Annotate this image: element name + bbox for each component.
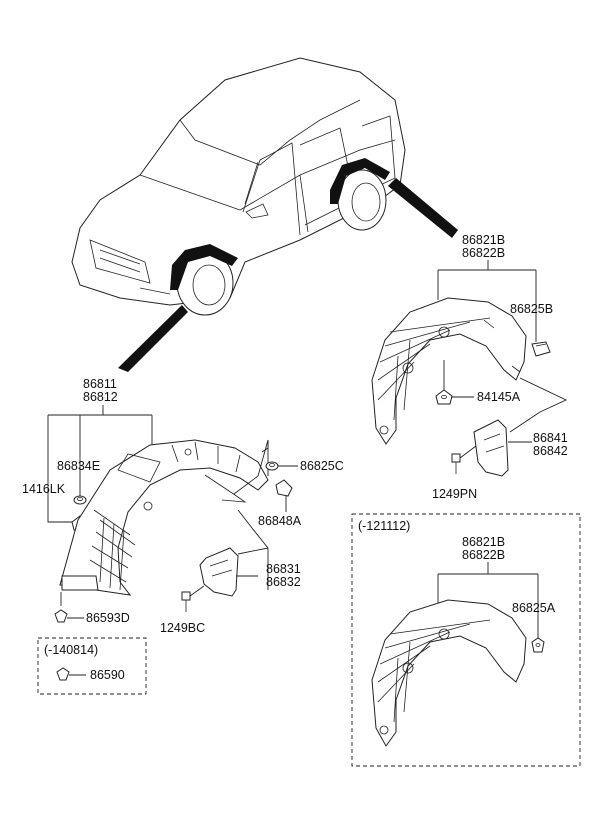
label-86848a: 86848A [258, 514, 302, 528]
screw-86590-icon [56, 667, 70, 681]
label-86822b: 86822B [462, 246, 505, 260]
label-86590: 86590 [90, 668, 125, 682]
label-86825c: 86825C [300, 459, 344, 473]
variant-box-121112 [351, 513, 581, 767]
nut-84145a-icon [435, 389, 453, 405]
label-86593d: 86593D [86, 611, 130, 625]
nut-86834e-icon [73, 495, 87, 505]
label-86825b: 86825B [510, 302, 553, 316]
bolt-1249pn-icon [451, 453, 461, 474]
label-box-140814: (-140814) [44, 643, 98, 657]
rear-mud-guard [473, 419, 509, 477]
clip-86825a-icon [531, 637, 545, 653]
front-arrow [118, 305, 188, 372]
label-86842: 86842 [533, 444, 568, 458]
bolt-1249bc-icon [181, 591, 191, 612]
label-86831: 86831 [266, 562, 301, 576]
screw-86593d-icon [54, 609, 68, 623]
label-86821b: 86821B [462, 233, 505, 247]
rear-wheel-liner [371, 297, 527, 445]
nut-86825c-icon [265, 461, 279, 471]
label-1416lk: 1416LK [22, 482, 66, 496]
front-wheel-liner [59, 439, 269, 596]
label-box-86822b: 86822B [462, 548, 505, 562]
clip-86848a-icon [275, 479, 293, 497]
box-rear-wheel-liner [371, 599, 527, 747]
label-86834e: 86834E [57, 459, 100, 473]
label-1249pn: 1249PN [432, 487, 477, 501]
label-box-121112: (-121112) [358, 519, 410, 533]
label-box-86821b: 86821B [462, 535, 505, 549]
label-84145a: 84145A [477, 390, 521, 404]
front-mud-guard [199, 547, 239, 597]
variant-box-140814 [37, 637, 147, 695]
label-86841: 86841 [533, 431, 568, 445]
label-86811: 86811 [83, 377, 117, 391]
rear-arrow [388, 178, 458, 238]
label-86825a: 86825A [512, 601, 556, 615]
label-86832: 86832 [266, 575, 301, 589]
label-1249bc: 1249BC [160, 621, 205, 635]
vehicle-illustration [71, 57, 406, 316]
label-86812: 86812 [83, 390, 118, 404]
clip-86825b-icon [531, 341, 551, 357]
